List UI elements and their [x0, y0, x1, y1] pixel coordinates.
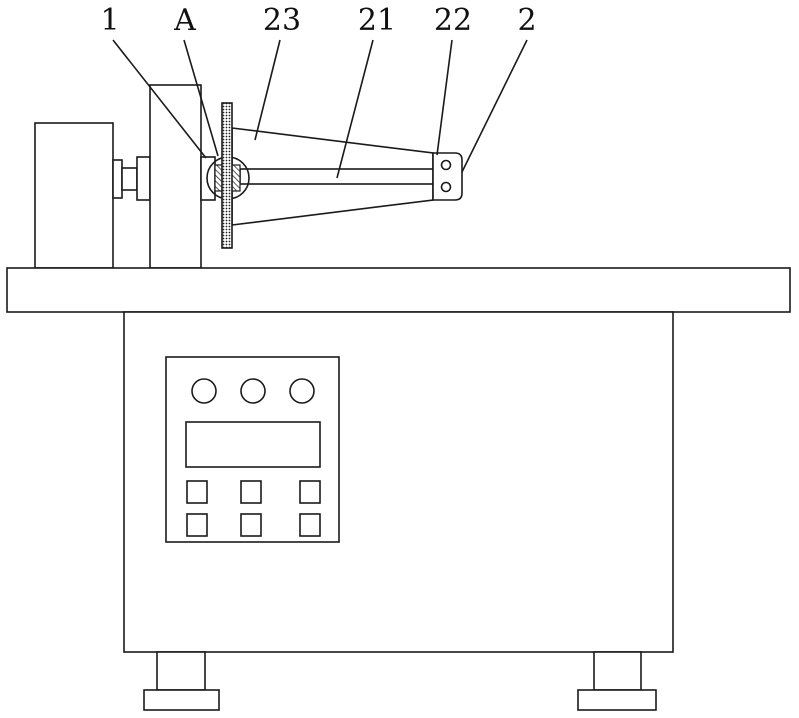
- panel-button: [240, 480, 262, 504]
- hole-icon: [440, 159, 452, 171]
- label-A: A: [173, 3, 196, 38]
- panel-button: [240, 513, 262, 537]
- motor-box: [34, 122, 114, 269]
- rod-21: [239, 168, 434, 185]
- cutting-disk: [221, 102, 233, 249]
- label-21: 21: [358, 3, 396, 38]
- support-block: [149, 84, 202, 269]
- leader-lines: [112, 39, 528, 179]
- coupling: [112, 156, 151, 201]
- label-23: 23: [263, 3, 301, 38]
- panel-button: [299, 480, 321, 504]
- knob-icon: [240, 378, 266, 404]
- label-2: 2: [517, 3, 536, 38]
- label-1: 1: [100, 3, 119, 38]
- knob-icon: [191, 378, 217, 404]
- foot-left: [143, 651, 220, 711]
- hole-icon: [440, 181, 452, 193]
- panel-button: [186, 513, 208, 537]
- display-screen: [185, 421, 321, 468]
- panel-button: [299, 513, 321, 537]
- table-top: [6, 267, 791, 313]
- bracket-22: [432, 152, 463, 201]
- panel-button: [186, 480, 208, 504]
- control-panel: [165, 356, 340, 543]
- label-22: 22: [434, 3, 472, 38]
- foot-right: [577, 651, 657, 711]
- knob-icon: [289, 378, 315, 404]
